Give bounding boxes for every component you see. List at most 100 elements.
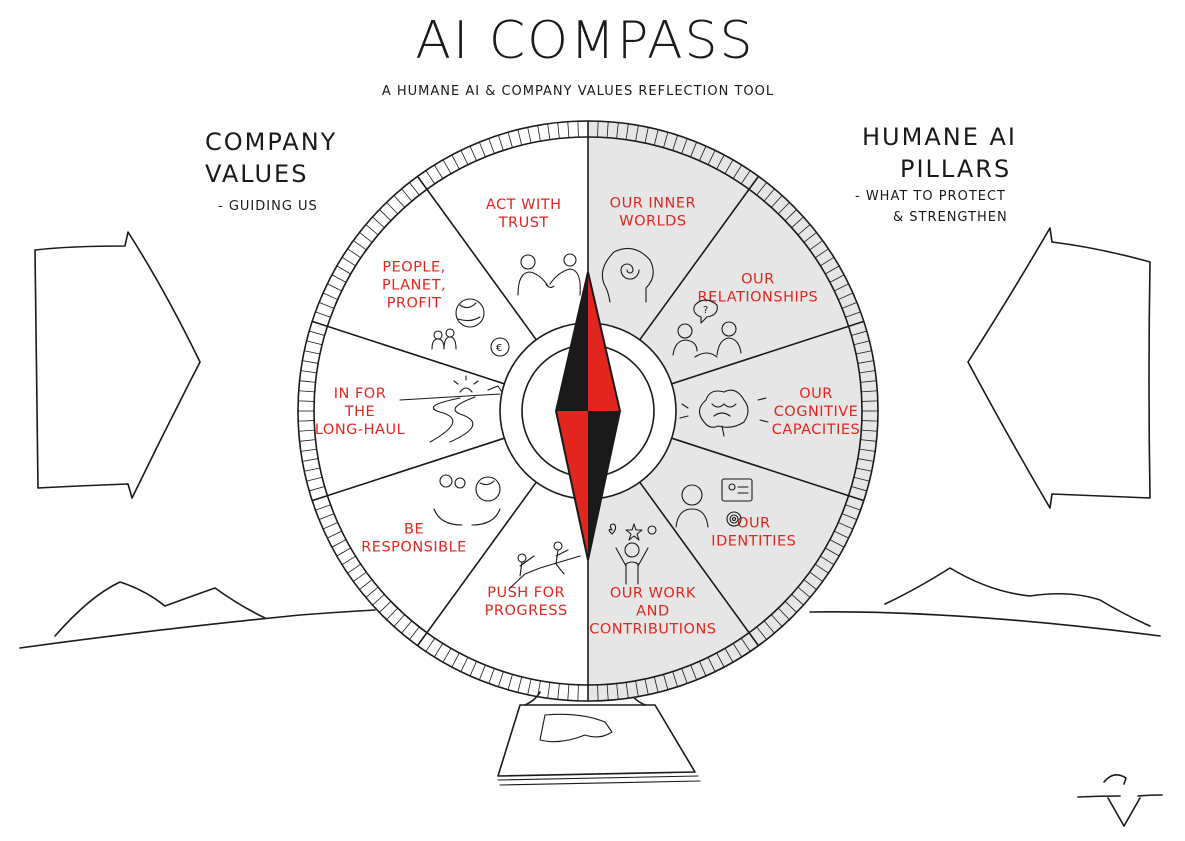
wheel-tick <box>547 682 551 699</box>
wheel-tick <box>507 674 513 690</box>
wheel-tick <box>635 680 639 697</box>
wheel-tick <box>860 380 877 383</box>
company_values-label-line: PLANET, <box>382 278 446 294</box>
wheel-tick <box>690 664 698 681</box>
wheel-tick <box>577 121 579 138</box>
wheel-tick <box>517 129 523 146</box>
wheel-tick <box>359 232 373 243</box>
wheel-tick <box>625 123 629 140</box>
humane_ai_pillars-label-line: AND <box>636 604 669 620</box>
wheel-tick <box>791 594 804 606</box>
wheel-tick <box>300 448 317 452</box>
wheel-tick <box>304 350 321 355</box>
wheel-tick <box>606 121 609 138</box>
wheel-tick <box>341 555 356 566</box>
humane-ai-note-line1: - WHAT TO PROTECT <box>855 189 1006 204</box>
wheel-tick <box>433 164 444 179</box>
wheel-tick <box>853 340 870 346</box>
wheel-tick <box>763 188 775 202</box>
people-globe-icon: € <box>431 298 510 357</box>
wheel-tick <box>298 420 315 422</box>
wheel-tick <box>616 683 619 700</box>
wheel-tick <box>478 664 486 681</box>
humane_ai_pillars-label-line: CAPACITIES <box>772 422 860 438</box>
wheel-tick <box>304 467 321 472</box>
wheel-tick <box>834 283 849 292</box>
wheel-tick <box>855 467 872 472</box>
wheel-tick <box>763 620 775 634</box>
wheel-tick <box>322 522 338 530</box>
wheel-tick <box>527 127 532 144</box>
wheel-tick <box>724 648 734 663</box>
wheel-tick <box>451 154 460 170</box>
wheel-tick <box>498 671 504 687</box>
humane-ai-heading-line1: HUMANE AI <box>862 123 1017 151</box>
wheel-tick <box>478 141 486 158</box>
wheel-tick <box>498 135 504 151</box>
wheel-tick <box>537 680 541 697</box>
wheel-tick <box>716 652 725 668</box>
compass-needle <box>554 271 622 561</box>
wheel-tick <box>327 530 342 539</box>
wheel-tick <box>517 676 523 693</box>
wheel-tick <box>393 195 405 208</box>
wheel-tick <box>322 292 338 300</box>
wheel-tick <box>567 121 570 138</box>
wheel-tick <box>315 311 331 318</box>
wheel-tick <box>597 121 599 138</box>
wheel-tick <box>859 370 876 374</box>
humane_ai_pillars-label-line: CONTRIBUTIONS <box>589 622 716 638</box>
company_values-label-line: THE <box>344 404 375 420</box>
wheel-tick <box>829 274 845 283</box>
wheel-tick <box>841 301 858 309</box>
wheel-tick <box>488 138 495 154</box>
humane_ai_pillars-label-line: OUR INNER <box>610 195 696 211</box>
wheel-tick <box>557 122 560 139</box>
wheel-tick <box>724 159 734 174</box>
wheel-tick <box>861 390 878 393</box>
wheel-tick <box>341 256 356 267</box>
humane-ai-note-line2: & STRENGTHEN <box>893 210 1008 225</box>
wheel-tick <box>672 135 678 151</box>
wheel-tick <box>778 202 790 215</box>
wheel-tick <box>820 256 835 267</box>
wheel-tick <box>860 439 877 442</box>
wheel-tick <box>393 614 405 627</box>
wheel-tick <box>809 240 823 251</box>
wheel-tick <box>857 458 874 462</box>
wheel-tick <box>784 601 797 613</box>
conversation-icon: ? <box>672 299 742 358</box>
wheel-tick <box>302 360 319 364</box>
humane_ai_pillars-label-line: WORLDS <box>619 213 686 229</box>
wheel-tick <box>300 370 317 374</box>
wheel-tick <box>756 182 767 196</box>
wheel-tick <box>567 684 570 701</box>
company_values-label-line: RESPONSIBLE <box>361 539 467 555</box>
wheel-tick <box>644 678 649 695</box>
company-values-heading-line1: COMPANY <box>205 128 337 156</box>
wheel-tick <box>401 188 413 202</box>
wheel-tick <box>527 678 532 695</box>
wheel-tick <box>365 224 379 236</box>
company_values-label-line: ACT WITH <box>486 197 562 213</box>
humane_ai_pillars-label-line: COGNITIVE <box>774 404 859 420</box>
page-title: AI COMPASS <box>415 11 754 71</box>
wheel-tick <box>809 571 823 582</box>
wheel-tick <box>653 129 659 146</box>
wheel-tick <box>707 150 716 165</box>
wheel-tick <box>353 571 367 582</box>
wheel-tick <box>716 154 725 170</box>
wheel-tick <box>409 626 420 640</box>
wheel-tick <box>460 657 469 672</box>
wheel-tick <box>372 216 385 228</box>
wheel-tick <box>814 248 829 259</box>
wheel-tick <box>379 601 392 613</box>
wheel-tick <box>336 547 351 557</box>
svg-text:?: ? <box>703 305 708 316</box>
wheel-tick <box>851 486 867 492</box>
wheel-tick <box>433 643 444 658</box>
segment-divider <box>416 175 538 341</box>
